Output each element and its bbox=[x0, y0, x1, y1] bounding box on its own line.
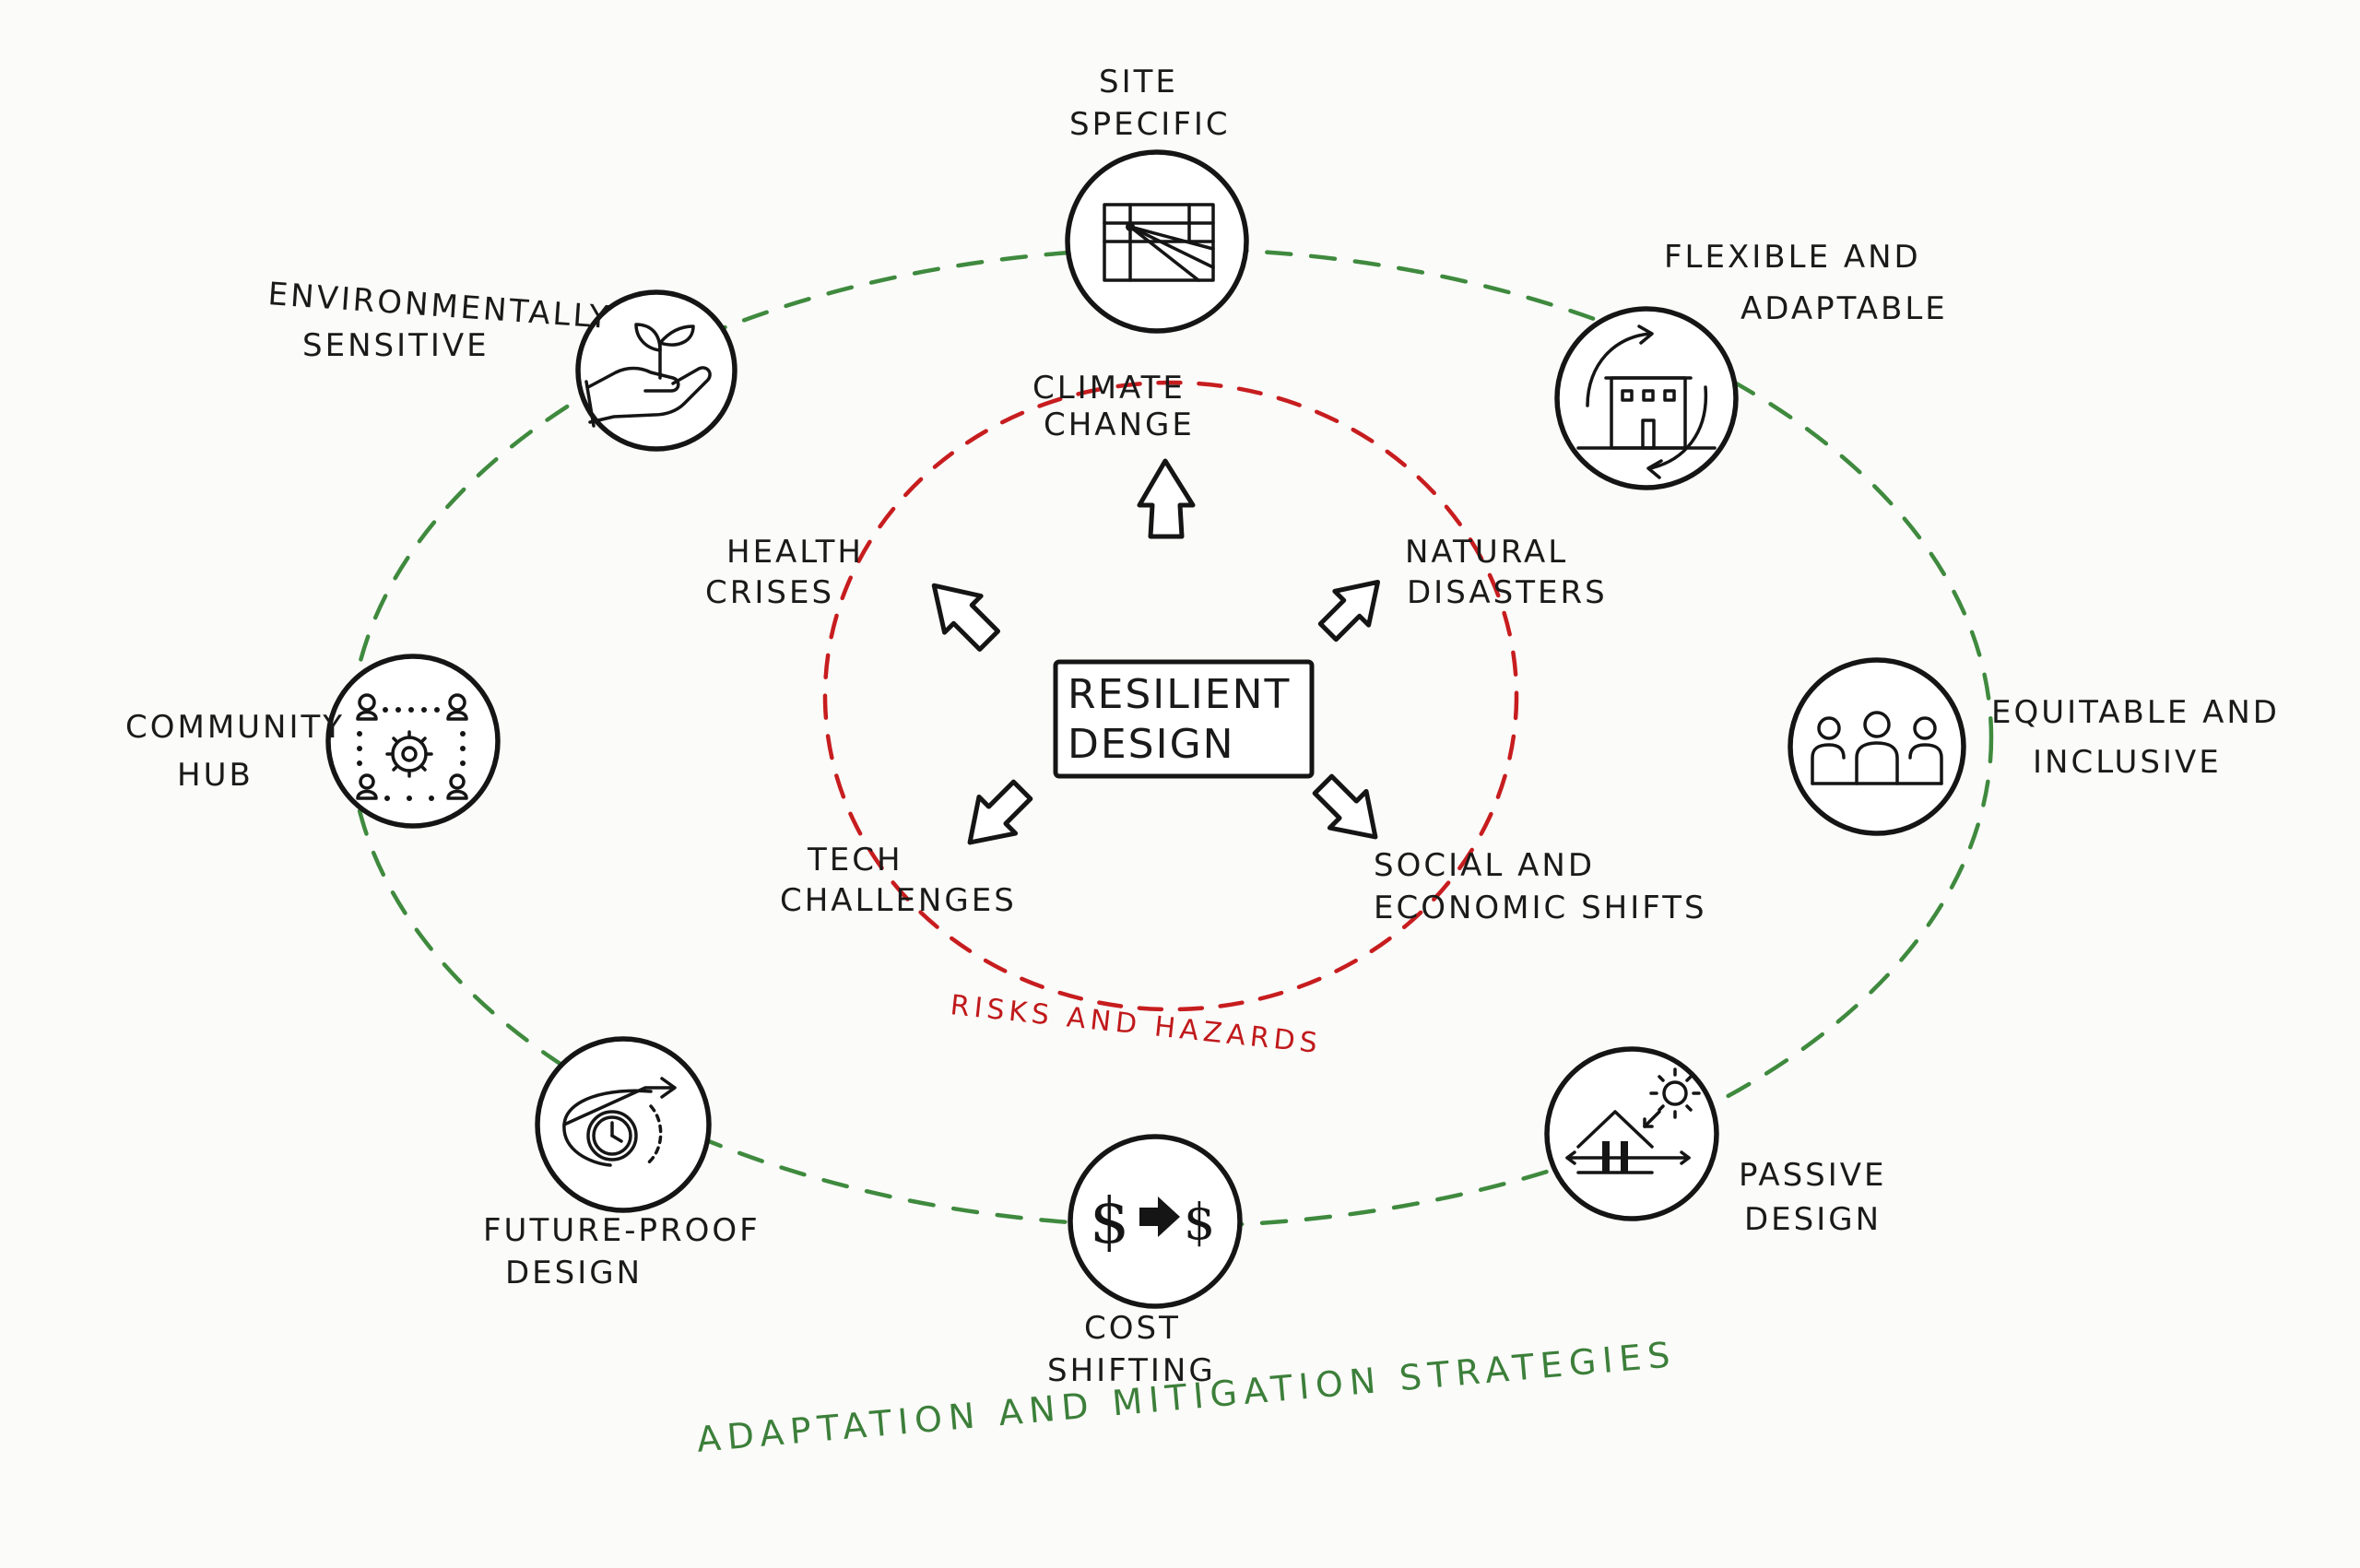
strategy-future-line1: FUTURE-PROOF bbox=[483, 1212, 761, 1249]
strategy-community-line2: HUB bbox=[177, 757, 254, 794]
risk-health-line2: CRISES bbox=[705, 574, 834, 611]
risk-natural-line2: DISASTERS bbox=[1407, 574, 1608, 611]
strategy-passive-line2: DESIGN bbox=[1744, 1201, 1882, 1238]
strategy-passive-line1: PASSIVE bbox=[1739, 1157, 1887, 1194]
strategy-flexible-line1: FLEXIBLE AND bbox=[1664, 239, 1921, 276]
strategy-environment-line2: SENSITIVE bbox=[302, 327, 490, 364]
center-label-line1: RESILIENT bbox=[1068, 671, 1291, 718]
risk-tech-challenges: TECH CHALLENGES bbox=[780, 842, 1017, 919]
strategy-site-specific: SITE SPECIFIC bbox=[1065, 64, 1249, 334]
risk-social-economic-shifts: SOCIAL AND ECONOMIC SHIFTS bbox=[1374, 847, 1707, 926]
risk-climate-line1: CLIMATE bbox=[1032, 370, 1186, 407]
risks-ring bbox=[822, 380, 1519, 1012]
strategy-equitable-inclusive: EQUITABLE AND INCLUSIVE bbox=[1788, 657, 2280, 836]
adaptable-house-icon bbox=[1576, 324, 1717, 479]
arrow-down-left-icon bbox=[967, 779, 1033, 845]
risk-health-line1: HEALTH bbox=[726, 534, 864, 571]
risk-climate-change: CLIMATE CHANGE bbox=[1032, 370, 1195, 443]
arrow-up-right-icon bbox=[1317, 579, 1381, 643]
strategy-community-line1: COMMUNITY bbox=[125, 709, 345, 746]
risk-tech-line2: CHALLENGES bbox=[780, 882, 1017, 919]
strategy-community-hub: COMMUNITY HUB bbox=[125, 654, 501, 829]
risk-health-crises: HEALTH CRISES bbox=[705, 534, 864, 611]
strategy-future-proof: FUTURE-PROOF DESIGN bbox=[483, 1036, 761, 1291]
sun-house-icon bbox=[1565, 1067, 1701, 1174]
risk-natural-disasters: NATURAL DISASTERS bbox=[1405, 534, 1608, 611]
strategy-site-line1: SITE bbox=[1099, 64, 1178, 100]
community-gear-icon bbox=[356, 693, 468, 801]
risks-and-hazards-label: RISKS AND HAZARDS bbox=[949, 989, 1323, 1060]
risk-tech-line1: TECH bbox=[807, 842, 903, 878]
strategy-cost-shifting: $ $ COST SHIFTING bbox=[1047, 1134, 1243, 1389]
sprout-hand-icon bbox=[584, 323, 712, 428]
strategy-flexible-line2: ADAPTABLE bbox=[1740, 290, 1948, 327]
strategy-equitable-line1: EQUITABLE AND bbox=[1991, 694, 2280, 731]
arrow-down-right-icon bbox=[1312, 773, 1378, 840]
dollar-left-icon: $ bbox=[1090, 1185, 1129, 1258]
center-label-line2: DESIGN bbox=[1068, 721, 1235, 768]
site-plan-icon bbox=[1103, 203, 1215, 282]
arrow-up-left-icon bbox=[931, 583, 1001, 653]
strategy-site-line2: SPECIFIC bbox=[1069, 106, 1231, 143]
people-group-icon bbox=[1811, 711, 1943, 785]
strategy-flexible-adaptable: FLEXIBLE AND ADAPTABLE bbox=[1554, 239, 1948, 490]
strategy-equitable-line2: INCLUSIVE bbox=[2033, 744, 2222, 781]
strategy-cost-line1: COST bbox=[1084, 1310, 1181, 1347]
strategy-cost-line2: SHIFTING bbox=[1047, 1352, 1216, 1389]
dollar-right-icon: $ bbox=[1184, 1193, 1215, 1251]
dollar-shift-icon: $ $ bbox=[1090, 1185, 1215, 1258]
risk-natural-line1: NATURAL bbox=[1405, 534, 1568, 571]
risk-social-line2: ECONOMIC SHIFTS bbox=[1374, 890, 1707, 926]
clock-forward-icon bbox=[562, 1077, 677, 1167]
arrow-up-icon bbox=[1137, 458, 1196, 539]
strategy-passive-design: PASSIVE DESIGN bbox=[1544, 1046, 1887, 1238]
center-node: RESILIENT DESIGN bbox=[1053, 659, 1315, 779]
risk-social-line1: SOCIAL AND bbox=[1374, 847, 1595, 884]
risk-climate-line2: CHANGE bbox=[1044, 407, 1195, 443]
strategy-future-line2: DESIGN bbox=[505, 1255, 643, 1291]
strategy-environmentally-sensitive: ENVIRONMENTALLY SENSITIVE bbox=[266, 276, 738, 452]
